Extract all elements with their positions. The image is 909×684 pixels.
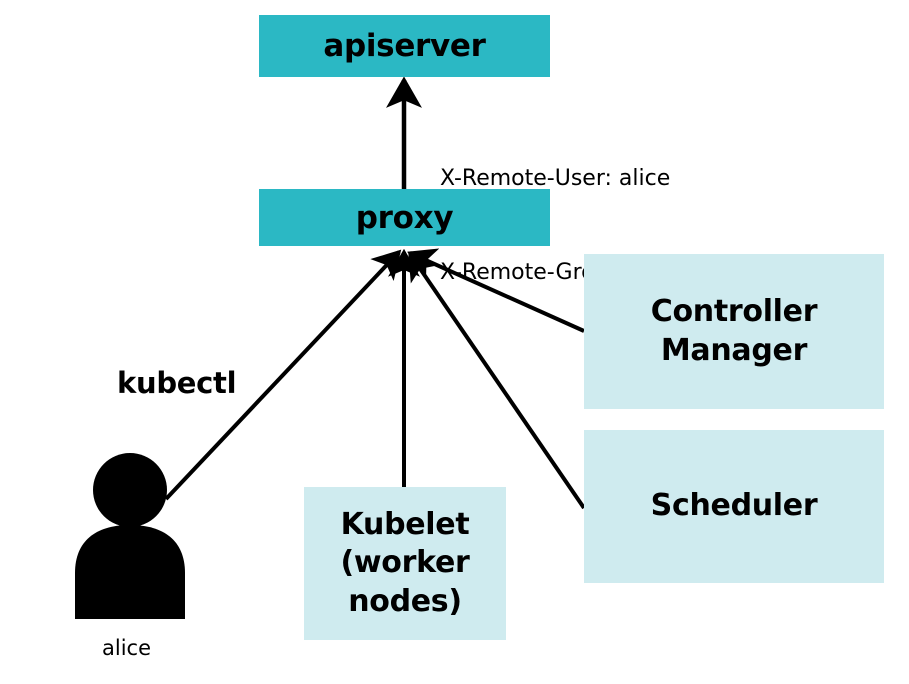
person-body-icon (75, 525, 185, 619)
kubectl-edge-label: kubectl (117, 366, 237, 400)
header-x-remote-user: X-Remote-User: alice (440, 166, 671, 192)
node-apiserver-label: apiserver (323, 28, 486, 64)
edge-scheduler-to-proxy (408, 251, 586, 510)
person-silhouette-icon[interactable] (70, 448, 195, 628)
node-kubelet-label: Kubelet (worker nodes) (340, 506, 470, 619)
node-kubelet[interactable]: Kubelet (worker nodes) (304, 487, 506, 640)
node-proxy[interactable]: proxy (259, 189, 550, 246)
node-controller-manager[interactable]: Controller Manager (584, 254, 884, 409)
node-apiserver[interactable]: apiserver (259, 15, 550, 77)
actor-name-label: alice (102, 636, 152, 660)
node-scheduler[interactable]: Scheduler (584, 430, 884, 583)
node-scheduler-label: Scheduler (650, 488, 818, 524)
node-controller-manager-label: Controller Manager (650, 294, 818, 368)
person-head-icon (93, 453, 167, 527)
edge-controller-manager-to-proxy (407, 248, 585, 333)
edge-alice-to-proxy (164, 249, 402, 501)
node-proxy-label: proxy (355, 199, 454, 236)
